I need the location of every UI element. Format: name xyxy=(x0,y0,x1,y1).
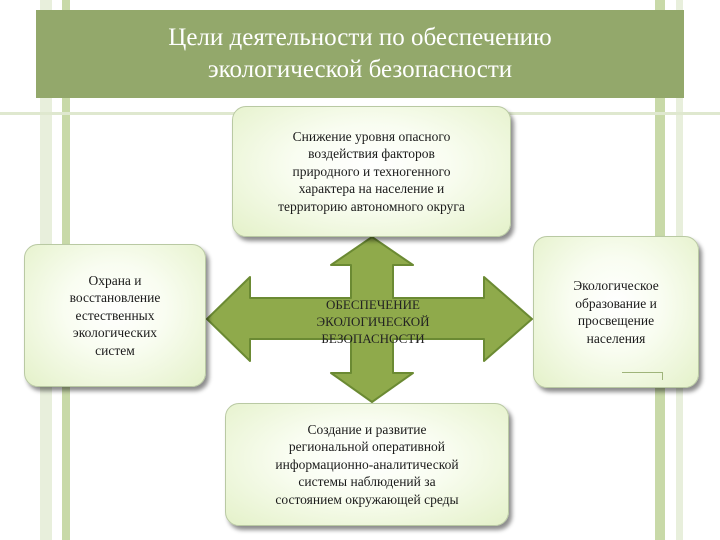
corner-decoration xyxy=(662,372,663,380)
four-way-arrow-shape xyxy=(206,236,533,403)
page-title: Цели деятельности по обеспечению экологи… xyxy=(168,24,552,83)
center-label: ОБЕСПЕЧЕНИЕ ЭКОЛОГИЧЕСКОЙ БЕЗОПАСНОСТИ xyxy=(316,296,430,346)
goal-box-ecological-education: Экологическое образование и просвещение … xyxy=(533,236,699,388)
goal-box-monitoring-system: Создание и развитие региональной операти… xyxy=(225,403,509,526)
title-bar: Цели деятельности по обеспечению экологи… xyxy=(36,10,684,98)
corner-decoration xyxy=(622,372,662,373)
goal-box-hazard-reduction: Снижение уровня опасного воздействия фак… xyxy=(232,106,511,237)
goal-box-ecosystem-protection: Охрана и восстановление естественных эко… xyxy=(24,244,206,387)
